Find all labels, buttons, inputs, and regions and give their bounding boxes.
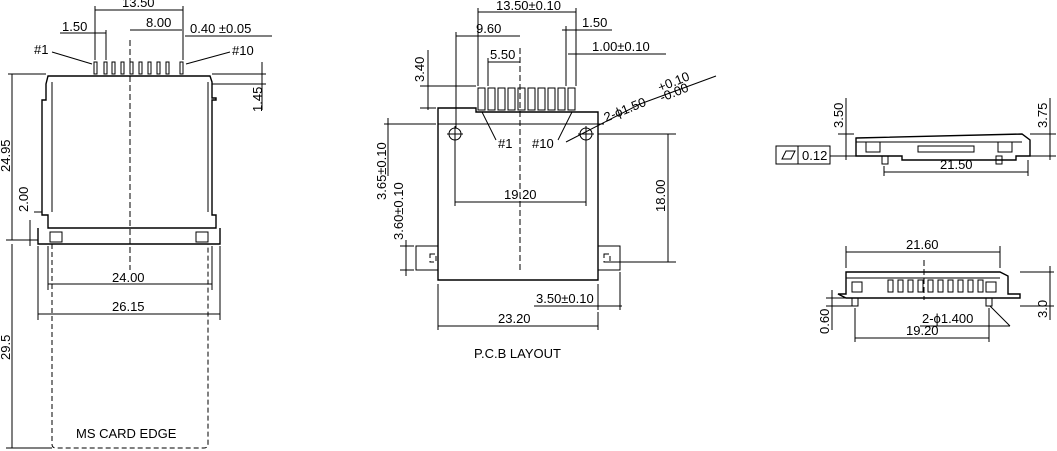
bottom-pin-row [887, 279, 984, 293]
dim-21-60: 21.60 [906, 237, 939, 252]
side-view: 3.50 3.75 21.50 0.12 [775, 98, 1056, 176]
pcb-outline [437, 107, 599, 281]
pcb-right-tab [597, 245, 621, 271]
pin-row [93, 61, 184, 75]
dim-5-50: 5.50 [490, 47, 515, 62]
dim-3-0: 3.0 [1035, 300, 1050, 318]
pcb-left-tab [415, 245, 439, 271]
connector-base [37, 228, 221, 245]
dim-13-50-top: 13.50 [122, 0, 155, 10]
dim-3-75: 3.75 [1035, 103, 1050, 128]
pcb-pad-row [477, 87, 576, 111]
flatness-icon [781, 150, 796, 160]
ms-card-outline [51, 244, 209, 449]
dim-1-50-left: 1.50 [62, 19, 87, 34]
dim-23-20: 23.20 [498, 311, 531, 326]
peg-left [851, 297, 859, 307]
dim-26-15: 26.15 [112, 299, 145, 314]
pin-10-label: #10 [232, 43, 254, 58]
dim-3-40: 3.40 [412, 57, 427, 82]
flatness-frame [775, 145, 831, 165]
card-label: MS CARD EDGE [76, 426, 177, 441]
dim-13-50-pcb: 13.50±0.10 [496, 0, 561, 13]
side-view-body [855, 133, 1031, 161]
hole-callout: 2-ϕ1.50 [602, 94, 649, 124]
dim-0-40: 0.40 ±0.05 [190, 21, 251, 36]
dim-2-00: 2.00 [16, 187, 31, 212]
pcb-pin-10-label: #10 [532, 136, 554, 151]
dim-19-20-bottom: 19.20 [906, 323, 939, 338]
bottom-view-body [837, 271, 1021, 299]
dim-9-60: 9.60 [476, 21, 501, 36]
bottom-view: 21.60 0.60 3.0 2-ϕ1.400 19.20 [817, 237, 1054, 342]
dim-29-5: 29.5 [0, 335, 13, 360]
dim-3-50-pcb: 3.50±0.10 [536, 291, 594, 306]
dim-1-45: 1.45 [250, 87, 265, 112]
side-latch-left [865, 141, 881, 153]
dim-24-00: 24.00 [112, 270, 145, 285]
peg-callout: 2-ϕ1.400 [922, 311, 973, 326]
dim-21-50: 21.50 [940, 157, 973, 172]
dim-1-00: 1.00±0.10 [592, 39, 650, 54]
connector-body-outline [41, 75, 217, 229]
side-latch-right [997, 141, 1013, 153]
pin-1-label: #1 [34, 42, 48, 57]
dim-18-00: 18.00 [653, 179, 668, 212]
dim-3-50-side: 3.50 [831, 103, 846, 128]
dim-3-65: 3.65±0.10 [374, 142, 389, 200]
left-view: MS CARD EDGE 13.50 8.00 1.50 0.40 ±0.05 … [0, 0, 272, 449]
flatness-value: 0.12 [802, 148, 827, 163]
left-latch [49, 231, 63, 243]
dim-0-60: 0.60 [817, 309, 832, 334]
dim-3-60: 3.60±0.10 [391, 182, 406, 240]
pcb-layout-view: 13.50±0.10 9.60 5.50 1.50 1.00±0.10 3.40… [374, 0, 717, 361]
right-latch [195, 231, 209, 243]
pcb-layout-title: P.C.B LAYOUT [474, 346, 561, 361]
dim-1-50-pcb: 1.50 [582, 15, 607, 30]
dim-19-20-pcb: 19.20 [504, 187, 537, 202]
peg-right [985, 297, 993, 307]
dim-24-95: 24.95 [0, 139, 13, 172]
dim-8-00: 8.00 [146, 15, 171, 30]
pcb-pin-1-label: #1 [498, 136, 512, 151]
